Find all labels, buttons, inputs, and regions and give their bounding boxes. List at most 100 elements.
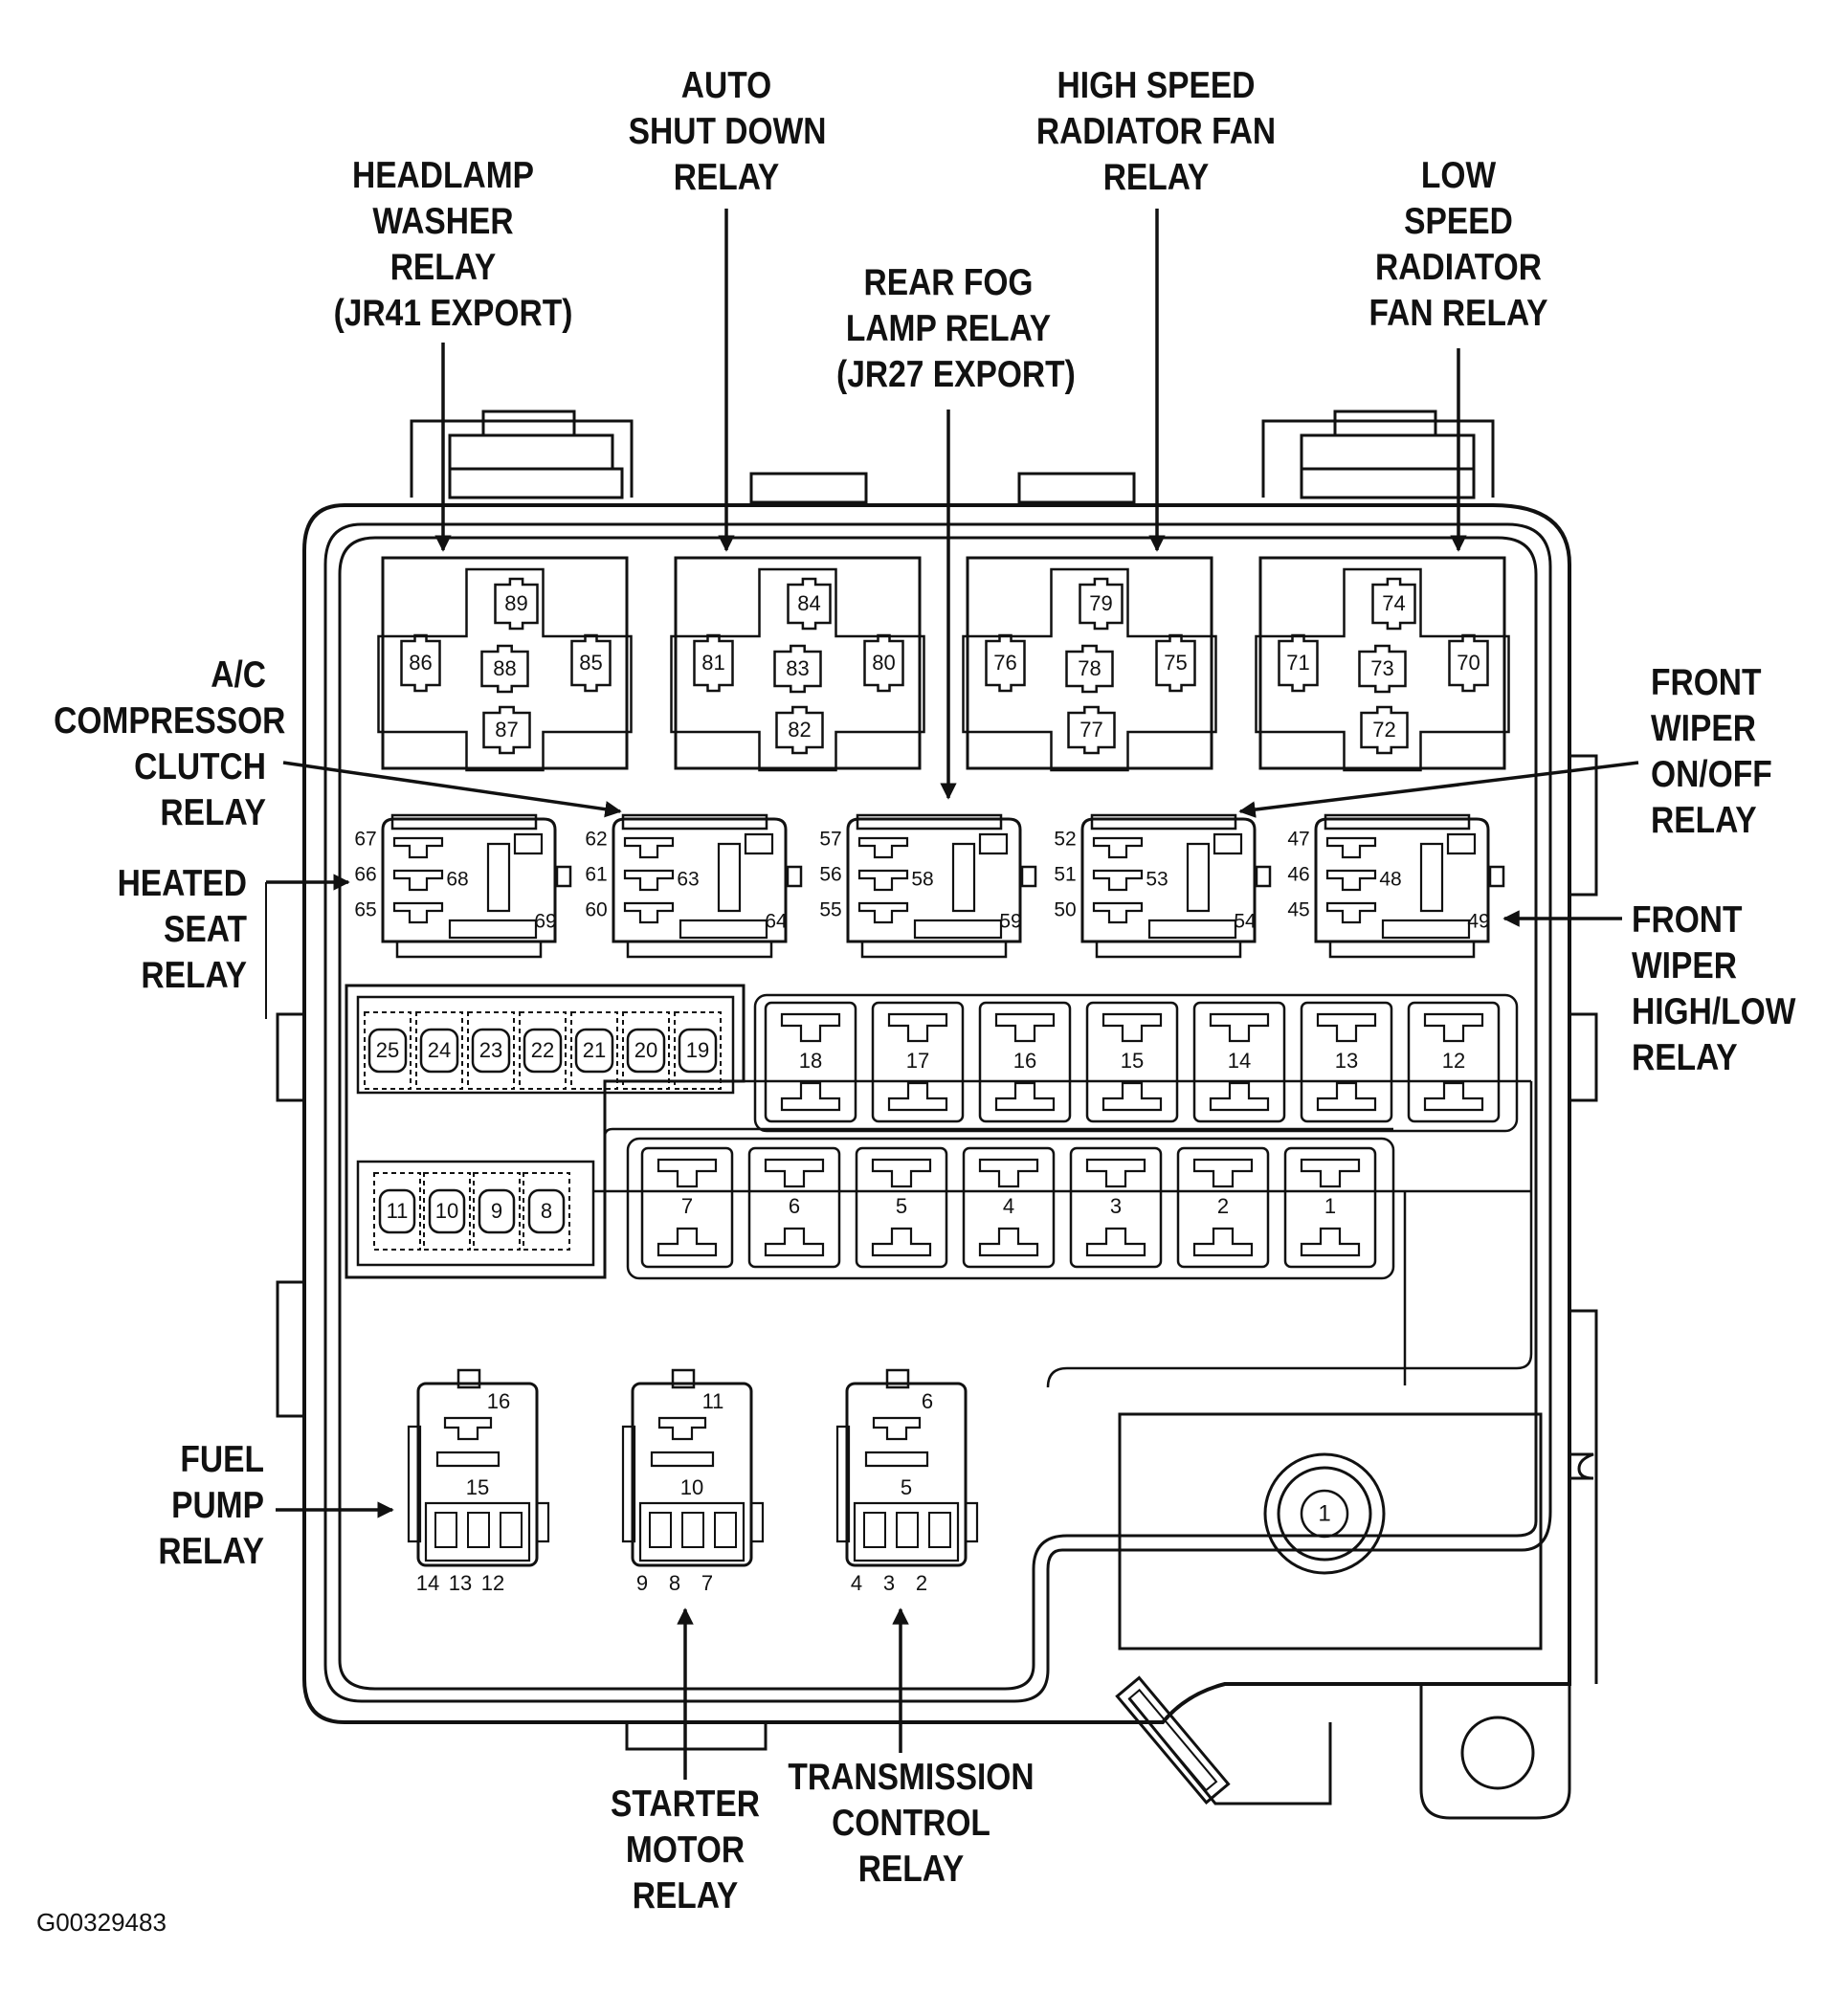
relay-pin-number: 58 bbox=[911, 869, 933, 891]
relay-pin-number: 10 bbox=[680, 1475, 703, 1499]
cartridge-fuse-number: 1 bbox=[1324, 1194, 1336, 1218]
cartridge-fuse-block bbox=[753, 993, 1519, 1133]
mini-fuse: 23 bbox=[467, 1011, 515, 1090]
relay-pin-number: 55 bbox=[819, 899, 841, 921]
relay-pin: 82 bbox=[775, 705, 824, 755]
relay-pin-number: 65 bbox=[354, 899, 376, 921]
relay-pin: 79 bbox=[1079, 577, 1124, 631]
cartridge-fuse: 15 bbox=[1085, 1001, 1179, 1123]
relay-pin-number: 61 bbox=[585, 864, 607, 886]
cartridge-fuse-number: 2 bbox=[1217, 1194, 1229, 1218]
relay-pin: 80 bbox=[863, 633, 904, 693]
relay-pin-number: 66 bbox=[354, 864, 376, 886]
mini-fuse: 22 bbox=[519, 1011, 567, 1090]
mini-fuse-number: 20 bbox=[634, 1038, 657, 1062]
relay-pin: 78 bbox=[1065, 644, 1114, 694]
relay-pin: 75 bbox=[1155, 633, 1196, 693]
relay-pin-label: 74 bbox=[1382, 591, 1405, 615]
cartridge-fuse-number: 16 bbox=[1013, 1049, 1036, 1073]
relay-pin-number: 56 bbox=[819, 864, 841, 886]
relay-pin-label: 88 bbox=[493, 656, 516, 680]
cartridge-fuse-number: 3 bbox=[1110, 1194, 1122, 1218]
cartridge-fuse-number: 5 bbox=[896, 1194, 907, 1218]
relay-pin-number: 46 bbox=[1287, 864, 1309, 886]
relay-pin: 72 bbox=[1360, 705, 1409, 755]
relay-pin-number: 62 bbox=[585, 829, 607, 851]
mini-fuse-number: 24 bbox=[428, 1038, 451, 1062]
relay-pin-label: 80 bbox=[872, 651, 895, 675]
relay-pin-number: 63 bbox=[677, 869, 699, 891]
callout-front-wiper-high-low-relay: FRONT WIPER HIGH/LOW RELAY bbox=[1632, 899, 1796, 1078]
relay-pin-number: 60 bbox=[585, 899, 607, 921]
relay-pin-number: 51 bbox=[1054, 864, 1076, 886]
relay-pin-number: 14 bbox=[416, 1571, 439, 1595]
housing-outline bbox=[276, 503, 1598, 1820]
cartridge-fuse-number: 15 bbox=[1121, 1049, 1144, 1073]
relay-pin-number: 45 bbox=[1287, 899, 1309, 921]
callout-low-speed-radiator-fan-relay: LOW SPEED RADIATOR FAN RELAY bbox=[1369, 155, 1548, 334]
mini-fuse: 8 bbox=[523, 1172, 570, 1251]
cartridge-fuse: 6 bbox=[747, 1146, 841, 1269]
mini-fuse-number: 21 bbox=[583, 1038, 606, 1062]
relay-pin-number: 53 bbox=[1146, 869, 1168, 891]
relay-pin-label: 75 bbox=[1164, 651, 1187, 675]
relay-pin-number: 3 bbox=[883, 1571, 895, 1595]
relay-pin-number: 54 bbox=[1234, 911, 1257, 933]
callout-arrows bbox=[266, 209, 1639, 1780]
mini-fuse-number: 11 bbox=[387, 1199, 409, 1223]
cartridge-fuse-number: 17 bbox=[906, 1049, 929, 1073]
relay-pin-number: 69 bbox=[534, 911, 556, 933]
relay-pin-label: 86 bbox=[409, 651, 432, 675]
mini-fuse: 20 bbox=[622, 1011, 670, 1090]
mini-fuse-number: 23 bbox=[479, 1038, 502, 1062]
relay-pin-number: 57 bbox=[819, 829, 841, 851]
relay-pin-label: 71 bbox=[1286, 651, 1309, 675]
mini-relay-cavity: 57 56 55 58 59 bbox=[819, 813, 1037, 959]
callout-auto-shut-down-relay: AUTO SHUT DOWN RELAY bbox=[628, 65, 827, 198]
cartridge-fuse: 2 bbox=[1176, 1146, 1270, 1269]
callout-high-speed-radiator-fan-relay: HIGH SPEED RADIATOR FAN RELAY bbox=[1035, 65, 1277, 198]
callout-ac-compressor-clutch-relay: A/C COMPRESSOR CLUTCH RELAY bbox=[54, 654, 286, 833]
mini-relay-group: 6766656869626160636457565558595251505354… bbox=[354, 813, 1505, 959]
mini-fuse-block bbox=[345, 984, 745, 1279]
mounting-tabs bbox=[410, 410, 1495, 504]
cartridge-fuse: 17 bbox=[871, 1001, 965, 1123]
relay-pin-label: 76 bbox=[993, 651, 1016, 675]
cartridge-fuse-number: 12 bbox=[1442, 1049, 1465, 1073]
relay-pin: 84 bbox=[787, 577, 832, 631]
relay-pin-label: 84 bbox=[797, 591, 820, 615]
relay-pin-number: 16 bbox=[487, 1389, 510, 1413]
relay-pin: 88 bbox=[480, 644, 529, 694]
relay-pin: 73 bbox=[1358, 644, 1407, 694]
relay-pin-number: 6 bbox=[922, 1389, 933, 1413]
mini-fuse: 10 bbox=[423, 1172, 471, 1251]
mini-fuse-number: 9 bbox=[491, 1199, 502, 1223]
cartridge-fuse-number: 7 bbox=[681, 1194, 693, 1218]
cartridge-fuse: 7 bbox=[640, 1146, 734, 1269]
callout-fuel-pump-relay: FUEL PUMP RELAY bbox=[158, 1439, 264, 1572]
cartridge-fuse: 3 bbox=[1069, 1146, 1163, 1269]
cartridge-fuse: 13 bbox=[1300, 1001, 1393, 1123]
figure-id: G00329483 bbox=[36, 1908, 167, 1937]
mini-fuse: 11 bbox=[373, 1172, 421, 1251]
callout-starter-motor-relay: STARTER MOTOR RELAY bbox=[611, 1783, 760, 1916]
relay-pin-number: 47 bbox=[1287, 829, 1309, 851]
relay-pin-label: 83 bbox=[786, 656, 809, 680]
relay-pin: 76 bbox=[985, 633, 1026, 693]
relay-pin-number: 48 bbox=[1379, 869, 1401, 891]
relay-pin: 87 bbox=[482, 705, 531, 755]
relay-pin-label: 81 bbox=[701, 651, 724, 675]
relay-pin-number: 11 bbox=[702, 1389, 724, 1413]
relay-pin-number: 7 bbox=[701, 1571, 713, 1595]
relay-pin: 89 bbox=[494, 577, 539, 631]
relay-pin-number: 59 bbox=[999, 911, 1021, 933]
relay-pin-label: 77 bbox=[1079, 718, 1102, 742]
large-relay-cavity: 79 76 78 75 77 bbox=[962, 556, 1217, 772]
